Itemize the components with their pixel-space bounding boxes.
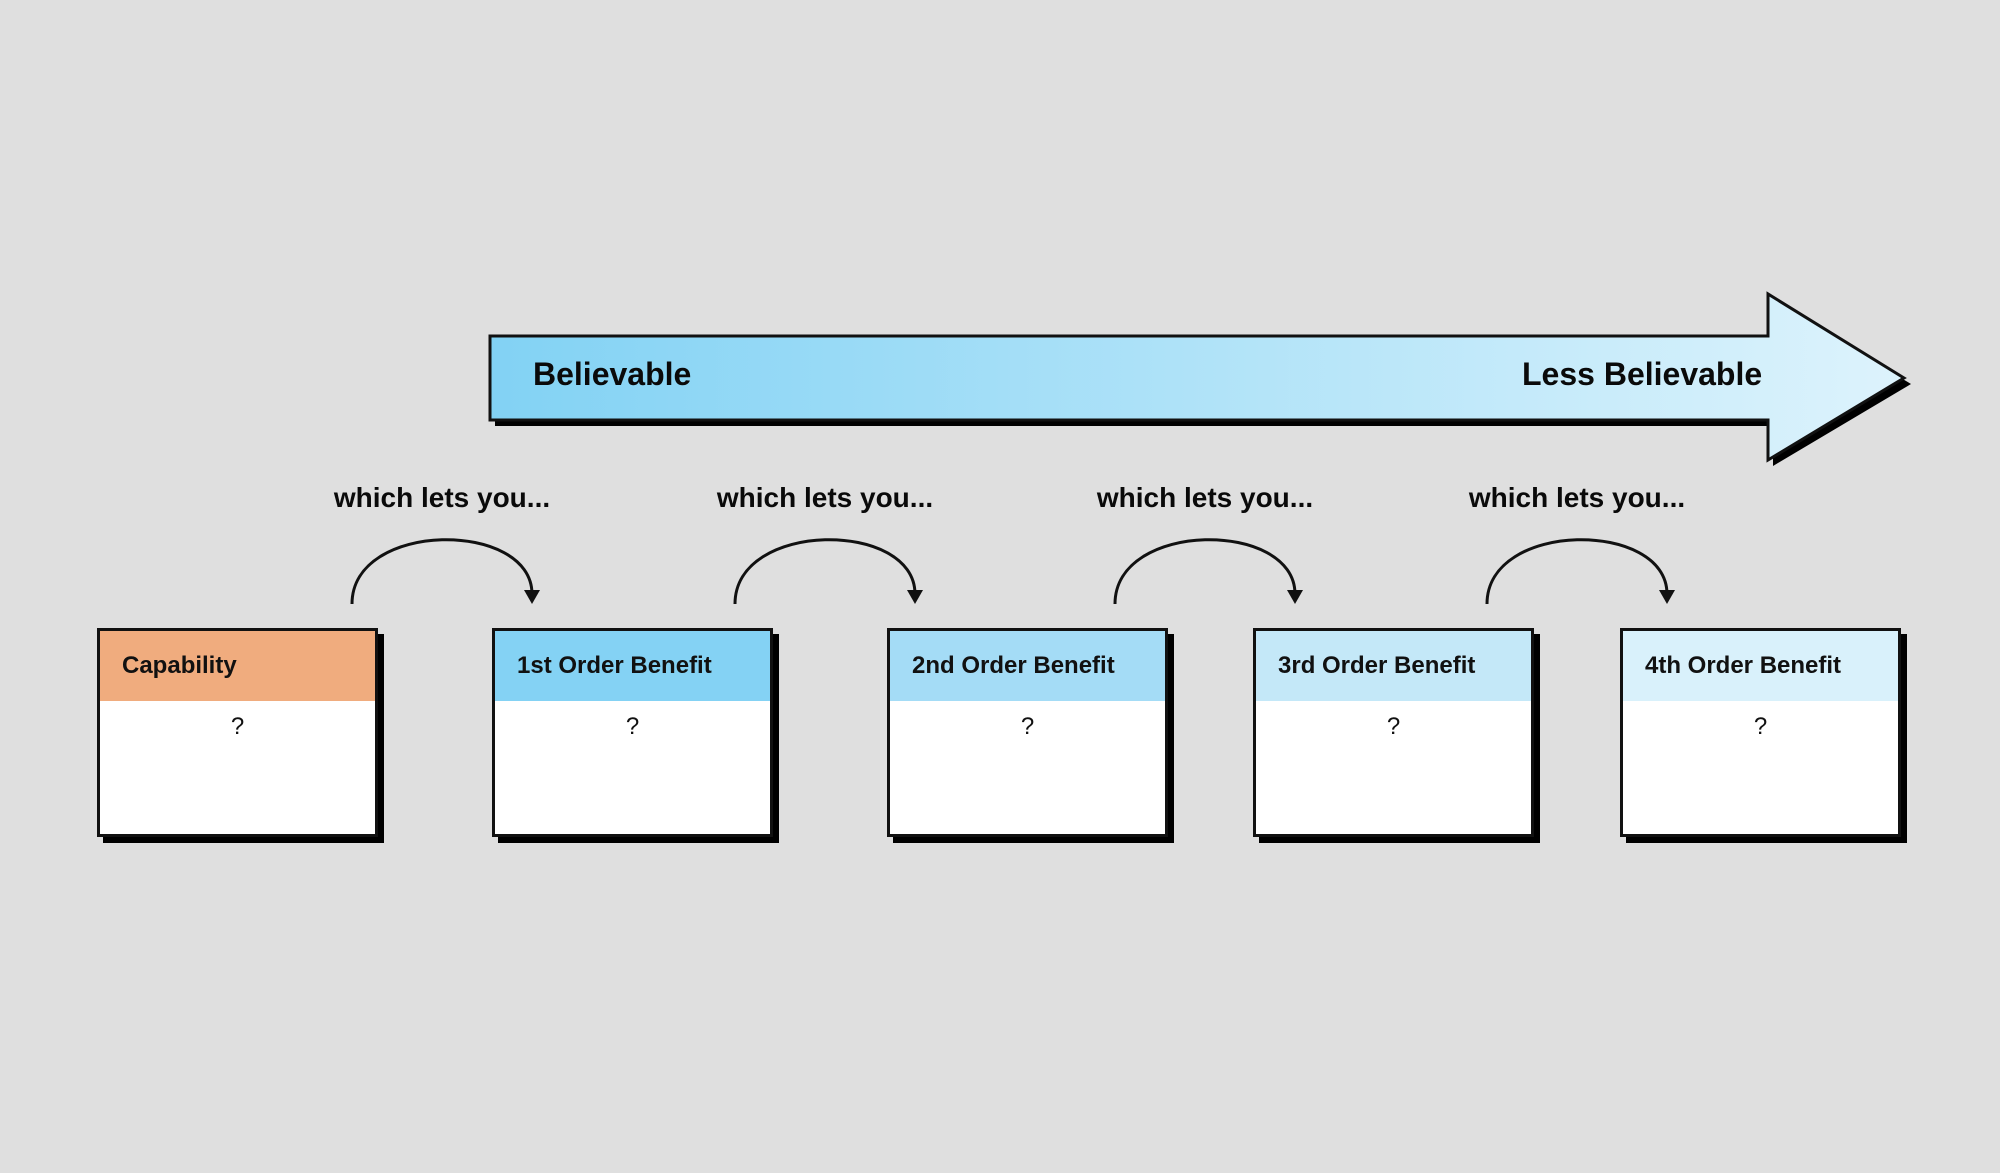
card-5: 4th Order Benefit? — [1620, 628, 1901, 837]
connector-arrowhead-1 — [524, 590, 540, 604]
connector-label-4: which lets you... — [1468, 482, 1686, 513]
card-title: Capability — [100, 631, 375, 701]
connector-arrowhead-2 — [907, 590, 923, 604]
card-2: 1st Order Benefit? — [492, 628, 773, 837]
card-content: ? — [230, 713, 245, 740]
connector-arrowhead-3 — [1287, 590, 1303, 604]
card-content: ? — [1020, 713, 1035, 740]
connector-label-1: which lets you... — [333, 482, 551, 513]
card-title: 1st Order Benefit — [495, 631, 770, 701]
card-title: 4th Order Benefit — [1623, 631, 1898, 701]
connector-curves — [350, 538, 1675, 605]
card-title: 2nd Order Benefit — [890, 631, 1165, 701]
connector-label-3: which lets you... — [1096, 482, 1314, 513]
card-3: 2nd Order Benefit? — [887, 628, 1168, 837]
connector-curve-2 — [733, 538, 917, 605]
believability-arrow — [488, 291, 1911, 466]
less-believable-label: Less Believable — [1522, 356, 1763, 392]
card-1: Capability? — [97, 628, 378, 837]
card-content: ? — [625, 713, 640, 740]
connector-curve-1 — [350, 538, 534, 605]
card-content: ? — [1753, 713, 1768, 740]
connector-curve-4 — [1485, 538, 1669, 605]
connector-label-2: which lets you... — [716, 482, 934, 513]
believable-label: Believable — [533, 356, 692, 392]
card-content: ? — [1386, 713, 1401, 740]
card-title: 3rd Order Benefit — [1256, 631, 1531, 701]
card-4: 3rd Order Benefit? — [1253, 628, 1534, 837]
connector-curve-3 — [1113, 538, 1297, 605]
connector-arrowhead-4 — [1659, 590, 1675, 604]
believability-arrow-body — [488, 291, 1907, 463]
